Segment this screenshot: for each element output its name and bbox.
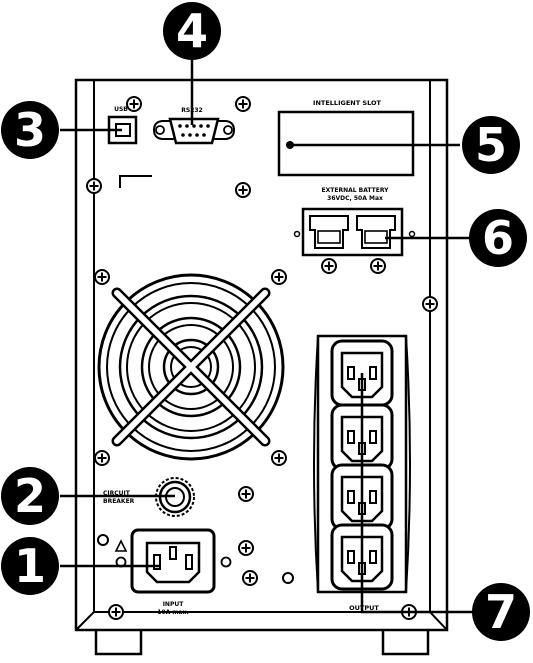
callout-number-3: 3 xyxy=(14,103,46,157)
panel-mark xyxy=(119,175,152,188)
circuit-breaker-label-line1: CIRCUIT xyxy=(103,490,131,497)
callout-number-1: 1 xyxy=(14,539,46,593)
circuit-breaker-label-line2: BREAKER xyxy=(103,498,135,505)
callout-number-4: 4 xyxy=(176,4,208,58)
external-battery-label-line1: EXTERNAL BATTERY xyxy=(322,187,390,194)
output-label: OUTPUT xyxy=(349,604,379,612)
callout-badge-7: 7 xyxy=(472,583,530,641)
callout-number-6: 6 xyxy=(482,211,514,265)
callout-badge-1: 1 xyxy=(1,537,59,595)
external-battery-connector: EXTERNAL BATTERY 36VDC, 50A Max xyxy=(293,187,416,257)
callout-number-7: 7 xyxy=(485,585,517,639)
cooling-fan xyxy=(97,273,285,461)
intelligent-slot-label: INTELLIGENT SLOT xyxy=(313,99,381,107)
input-label-line1: INPUT xyxy=(163,601,185,608)
input-label-line2: 10A max. xyxy=(157,609,189,616)
callout-leaders xyxy=(60,40,474,614)
callout-badge-4: 4 xyxy=(163,2,221,60)
callout-number-5: 5 xyxy=(475,118,507,172)
callout-number-2: 2 xyxy=(14,469,46,523)
callout-badge-2: 2 xyxy=(1,467,59,525)
ac-input-socket: INPUT 10A max. xyxy=(97,528,294,616)
intelligent-slot: INTELLIGENT SLOT xyxy=(277,99,415,177)
callout-badge-5: 5 xyxy=(462,116,520,174)
callout-badge-6: 6 xyxy=(469,209,527,267)
usb-label: USB xyxy=(114,106,128,113)
rs232-port: RS232 xyxy=(152,107,236,145)
callout-badge-3: 3 xyxy=(1,101,59,159)
external-battery-label-line2: 36VDC, 50A Max xyxy=(327,195,383,202)
